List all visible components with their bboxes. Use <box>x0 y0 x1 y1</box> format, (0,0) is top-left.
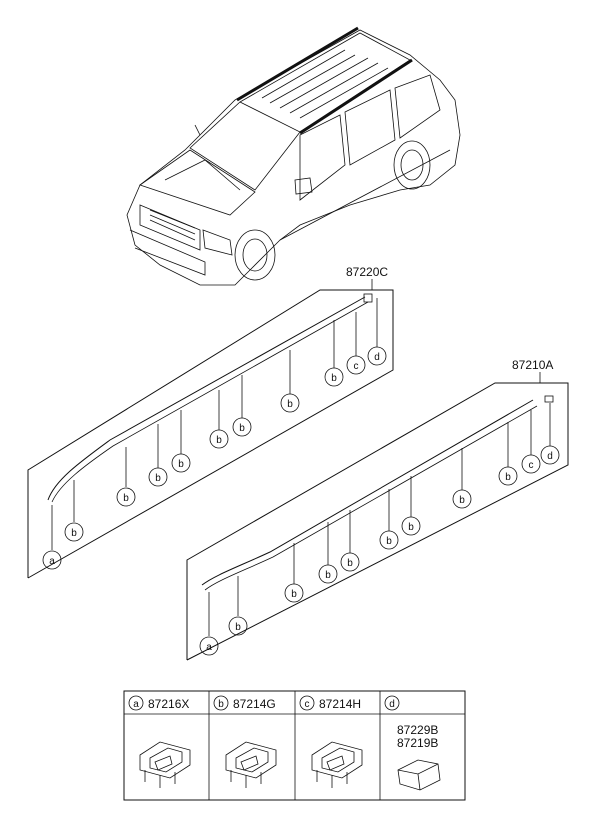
svg-text:b: b <box>287 399 293 410</box>
svg-text:b: b <box>235 622 241 633</box>
lower-part-number: 87210A <box>512 358 553 372</box>
lower-callout-b: b <box>228 616 248 636</box>
upper-part-number: 87220C <box>346 265 388 279</box>
upper-callout-b: b <box>171 453 191 473</box>
lower-molding-group: 87210A a b b <box>186 358 569 661</box>
lower-group-border <box>186 382 569 661</box>
legend-header-b: b 87214G <box>213 695 276 711</box>
svg-text:b: b <box>408 522 414 533</box>
svg-text:a: a <box>49 556 55 567</box>
legend-part-a: 87216X <box>148 697 189 711</box>
svg-text:b: b <box>325 570 331 581</box>
svg-text:b: b <box>505 472 511 483</box>
upper-callout-b: b <box>64 522 84 542</box>
lower-molding-strip <box>201 399 534 586</box>
svg-text:c: c <box>529 460 534 471</box>
upper-callout-b: b <box>280 393 300 413</box>
lower-callout-b: b <box>498 466 518 486</box>
upper-callout-d: d <box>367 346 387 366</box>
lower-callout-b: b <box>401 516 421 536</box>
svg-text:b: b <box>218 699 224 710</box>
svg-text:d: d <box>389 699 395 710</box>
svg-text:b: b <box>331 373 337 384</box>
parts-legend-table: a 87216X b 87214G c 87214H d 87229B 8721… <box>123 690 466 801</box>
legend-part-d-1: 87229B <box>397 723 438 737</box>
svg-text:b: b <box>239 423 245 434</box>
svg-text:b: b <box>291 589 297 600</box>
upper-molding-strip <box>47 296 366 501</box>
upper-callout-a: a <box>42 550 62 570</box>
svg-text:a: a <box>133 699 139 710</box>
legend-header-a: a 87216X <box>128 695 189 711</box>
lower-callout-b: b <box>284 583 304 603</box>
upper-callout-b: b <box>232 417 252 437</box>
svg-text:d: d <box>547 451 553 462</box>
svg-text:b: b <box>459 495 465 506</box>
legend-header-d: d <box>384 695 400 711</box>
clip-c-illustration <box>311 741 363 788</box>
lower-callout-d: d <box>540 445 560 465</box>
svg-text:b: b <box>123 493 129 504</box>
legend-part-d-2: 87219B <box>397 736 438 750</box>
svg-text:d: d <box>374 352 380 363</box>
upper-callout-b: b <box>148 467 168 487</box>
lower-callout-b: b <box>340 552 360 572</box>
svg-text:b: b <box>178 459 184 470</box>
upper-group-border <box>27 289 394 579</box>
lower-callout-a: a <box>199 636 219 656</box>
svg-text:c: c <box>305 699 310 710</box>
upper-callout-b: b <box>209 429 229 449</box>
legend-part-b: 87214G <box>233 697 276 711</box>
svg-text:b: b <box>216 435 222 446</box>
upper-molding-group: 87220C a b b <box>27 265 394 579</box>
upper-callout-b: b <box>116 487 136 507</box>
upper-callout-b: b <box>324 367 344 387</box>
svg-text:a: a <box>206 642 212 653</box>
clip-a-illustration <box>139 741 191 788</box>
lower-callout-b: b <box>452 489 472 509</box>
lower-callout-c: c <box>521 454 541 474</box>
svg-text:b: b <box>71 528 77 539</box>
clip-b-illustration <box>225 741 277 788</box>
svg-text:b: b <box>155 473 161 484</box>
svg-text:b: b <box>347 558 353 569</box>
svg-text:c: c <box>354 361 359 372</box>
lower-callout-b: b <box>318 564 338 584</box>
legend-part-c: 87214H <box>319 697 361 711</box>
legend-header-c: c 87214H <box>299 695 361 711</box>
suv-illustration <box>126 26 461 286</box>
upper-callout-c: c <box>346 355 366 375</box>
lower-callout-b: b <box>379 530 399 550</box>
svg-text:b: b <box>386 536 392 547</box>
clip-d-illustration <box>397 759 441 791</box>
